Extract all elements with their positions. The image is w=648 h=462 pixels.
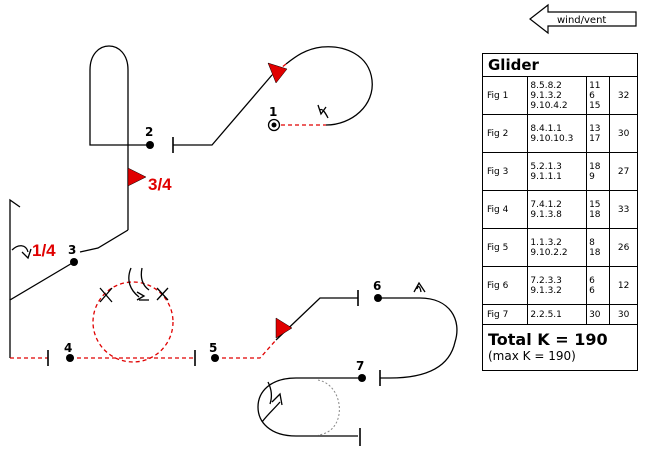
figure-label-1: 1 — [269, 105, 277, 119]
figure-label-4: 4 — [64, 341, 72, 355]
k-cell: 8 18 — [586, 228, 611, 267]
figure-2-path — [89, 45, 150, 230]
figure-5-path — [215, 290, 359, 359]
catalog-cell: 7.4.1.2 9.1.3.8 — [527, 190, 588, 229]
figure-3-dot — [70, 258, 78, 266]
table-row: Fig 3 5.2.1.3 9.1.1.1 18 9 27 — [481, 152, 638, 191]
figure-6-dot — [374, 294, 382, 302]
table-row: Fig 7 2.2.5.1 30 30 — [481, 304, 638, 325]
k-cell: 6 6 — [586, 266, 611, 305]
table-row: Fig 6 7.2.3.3 9.1.3.2 6 6 12 — [481, 266, 638, 305]
figure-7-path — [257, 377, 361, 446]
figure-label-7: 7 — [356, 359, 364, 373]
figure-1-path — [172, 46, 373, 153]
figure-2-dot — [146, 141, 154, 149]
roll-flag-2 — [127, 167, 147, 187]
fig-cell: Fig 5 — [481, 228, 529, 267]
figure-k-table: Glider Fig 1 8.5.8.2 9.1.3.2 9.10.4.2 11… — [481, 53, 638, 371]
roll-flag-5 — [275, 317, 293, 339]
fig-cell: Fig 6 — [481, 266, 529, 305]
k-cell: 15 18 — [586, 190, 611, 229]
table-row: Fig 2 8.4.1.1 9.10.10.3 13 17 30 — [481, 114, 638, 153]
wind-label: wind/vent — [557, 15, 606, 26]
table-row: Fig 4 7.4.1.2 9.1.3.8 15 18 33 — [481, 190, 638, 229]
fig-cell: Fig 4 — [481, 190, 529, 229]
roll-label-3-4: 3/4 — [148, 175, 172, 194]
fig-cell: Fig 2 — [481, 114, 529, 153]
figure-label-3: 3 — [68, 243, 76, 257]
catalog-cell: 5.2.1.3 9.1.1.1 — [527, 152, 588, 191]
k-cell: 30 — [586, 304, 611, 325]
table-row: Fig 5 1.1.3.2 9.10.2.2 8 18 26 — [481, 228, 638, 267]
figure-4-path — [10, 267, 196, 366]
figure-label-2: 2 — [145, 125, 153, 139]
table-row: Fig 1 8.5.8.2 9.1.3.2 9.10.4.2 11 6 15 3… — [481, 76, 638, 115]
fig-cell: Fig 7 — [481, 304, 529, 325]
total-summary: Total K = 190 (max K = 190) — [482, 324, 638, 371]
figure-6-path — [378, 281, 458, 386]
k-cell: 13 17 — [586, 114, 611, 153]
total-cell: 30 — [609, 304, 638, 325]
k-cell: 18 9 — [586, 152, 611, 191]
catalog-cell: 8.5.8.2 9.1.3.2 9.10.4.2 — [527, 76, 588, 115]
figure-label-5: 5 — [209, 341, 217, 355]
total-cell: 33 — [609, 190, 638, 229]
catalog-cell: 8.4.1.1 9.10.10.3 — [527, 114, 588, 153]
total-k: Total K = 190 — [488, 329, 608, 349]
figure-7-dot — [358, 374, 366, 382]
fig-cell: Fig 3 — [481, 152, 529, 191]
total-cell: 30 — [609, 114, 638, 153]
figure-4-dot — [66, 354, 74, 362]
roll-flag-1 — [267, 62, 288, 84]
wind-arrow: wind/vent — [529, 3, 637, 35]
fig-cell: Fig 1 — [481, 76, 529, 115]
table-title: Glider — [482, 53, 638, 77]
total-cell: 26 — [609, 228, 638, 267]
max-k: (max K = 190) — [488, 348, 576, 363]
figure-3-path — [9, 198, 129, 358]
catalog-cell: 2.2.5.1 — [527, 304, 588, 325]
catalog-cell: 7.2.3.3 9.1.3.2 — [527, 266, 588, 305]
roll-label-1-4: 1/4 — [32, 241, 56, 260]
k-cell: 11 6 15 — [586, 76, 611, 115]
total-cell: 12 — [609, 266, 638, 305]
catalog-cell: 1.1.3.2 9.10.2.2 — [527, 228, 588, 267]
figure-label-6: 6 — [373, 279, 381, 293]
figure-5-dot — [211, 354, 219, 362]
total-cell: 27 — [609, 152, 638, 191]
total-cell: 32 — [609, 76, 638, 115]
